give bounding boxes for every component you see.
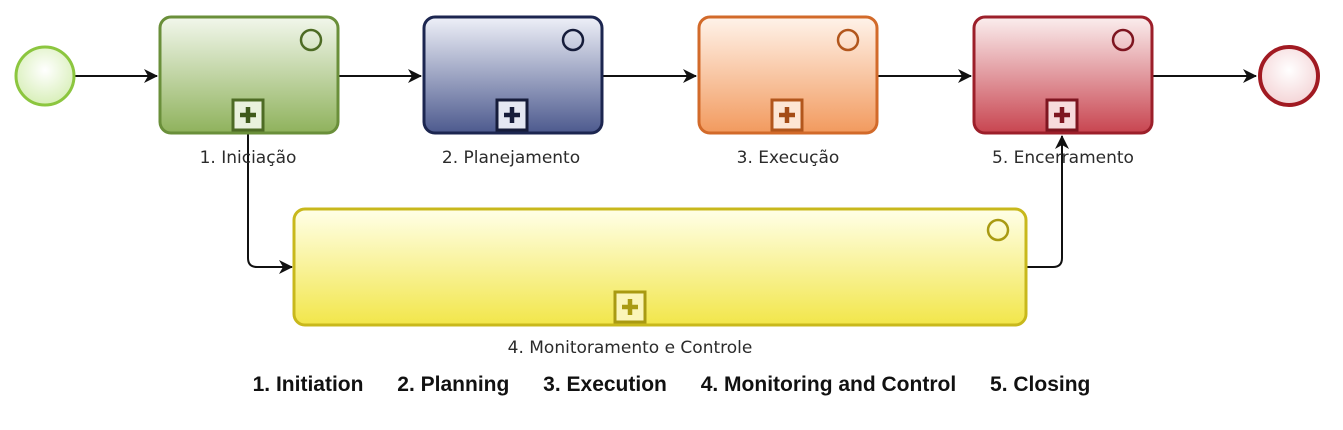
legend-item-monitoring-control: 4. Monitoring and Control (700, 373, 957, 396)
marker-circle-icon (299, 28, 323, 52)
subprocess-expand-icon (613, 290, 647, 324)
sequence-flows (75, 69, 1257, 274)
task-closing[interactable] (972, 15, 1154, 135)
task-label-initiation: 1. Iniciação (200, 148, 297, 168)
legend-item-closing: 5. Closing (990, 373, 1091, 396)
legend-item-planning: 2. Planning (397, 373, 510, 396)
start-event[interactable] (14, 45, 76, 107)
legend-item-initiation: 1. Initiation (252, 373, 364, 396)
task-label-closing: 5. Encerramento (992, 148, 1134, 168)
task-initiation[interactable] (158, 15, 340, 135)
flow-initiation-to-monitoring (247, 133, 293, 274)
end-event[interactable] (1258, 45, 1320, 107)
task-planning[interactable] (422, 15, 604, 135)
marker-circle-icon (836, 28, 860, 52)
legend-item-execution: 3. Execution (543, 373, 667, 396)
subprocess-expand-icon (770, 98, 804, 132)
task-execution[interactable] (697, 15, 879, 135)
marker-circle-icon (561, 28, 585, 52)
marker-circle-icon (1111, 28, 1135, 52)
flow-monitoring-to-closing (1027, 135, 1069, 268)
task-label-planning: 2. Planejamento (442, 148, 580, 168)
marker-circle-icon (986, 218, 1010, 242)
legend: 1. Initiation 2. Planning 3. Execution 4… (0, 373, 1343, 397)
subprocess-expand-icon (1045, 98, 1079, 132)
task-label-monitoring-control: 4. Monitoramento e Controle (508, 338, 753, 358)
task-label-execution: 3. Execução (737, 148, 840, 168)
subprocess-expand-icon (231, 98, 265, 132)
task-monitoring-control[interactable] (292, 207, 1028, 327)
subprocess-expand-icon (495, 98, 529, 132)
